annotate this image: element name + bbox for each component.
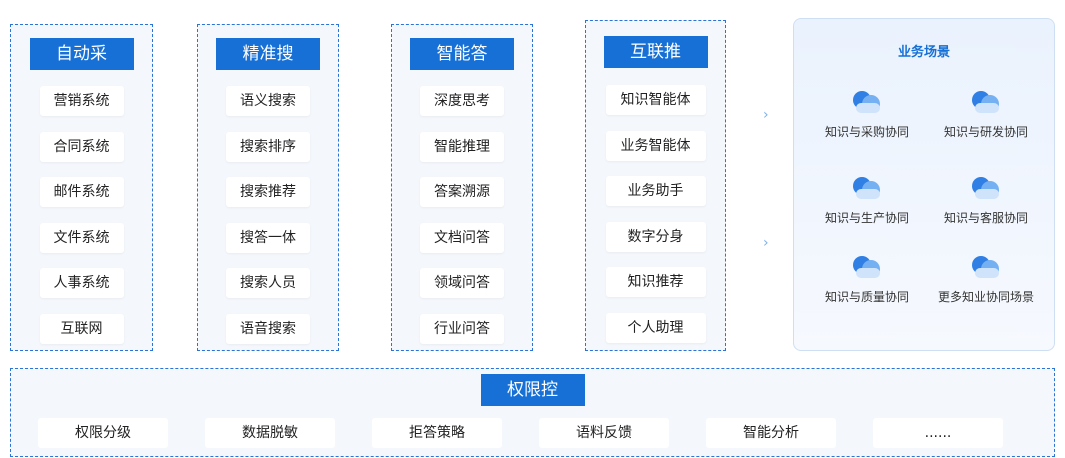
column-title: 互联推 [603,36,708,68]
list-item: 营销系统 [39,86,124,116]
list-item: 语音搜索 [226,314,310,344]
cloud-icon [853,177,880,199]
list-item: 答案溯源 [420,177,504,207]
list-item: 搜索排序 [226,132,310,162]
cloud-icon [853,91,880,113]
list-item: 邮件系统 [39,177,124,207]
permission-item: 权限分级 [38,418,168,448]
permission-item: 语料反馈 [539,418,669,448]
cloud-icon [853,256,880,278]
column-interconnect-push: 互联推 知识智能体 业务智能体 业务助手 数字分身 知识推荐 个人助理 [585,20,726,351]
list-item: 领域问答 [420,268,504,298]
scene-label: 知识与客服协同 [943,211,1028,225]
chevron-right-icon: › [763,235,769,251]
scene-item: 知识与客服协同 [921,175,1051,226]
cloud-icon [972,177,999,199]
permission-title: 权限控 [480,374,585,406]
scene-item: 知识与采购协同 [802,89,932,140]
list-item: 知识智能体 [605,85,706,115]
permission-item: 拒答策略 [372,418,502,448]
chevron-right-icon: › [763,107,769,123]
cloud-icon [972,91,999,113]
column-title: 精准搜 [216,38,320,70]
list-item: 业务助手 [605,176,706,206]
list-item: 深度思考 [420,86,504,116]
list-item: 人事系统 [39,268,124,298]
scenes-title: 业务场景 [897,45,950,60]
scene-label: 知识与质量协同 [824,290,909,304]
cloud-icon [972,256,999,278]
list-item: 知识推荐 [605,267,706,297]
list-item: 智能推理 [420,132,504,162]
scene-label: 知识与研发协同 [943,125,1028,139]
column-title: 自动采 [29,38,134,70]
permission-control-panel: 权限控 权限分级 数据脱敏 拒答策略 语料反馈 智能分析 ...... [10,368,1055,457]
column-smart-answer: 智能答 深度思考 智能推理 答案溯源 文档问答 领域问答 行业问答 [391,24,533,351]
list-item: 业务智能体 [605,131,706,161]
scene-item: 知识与质量协同 [802,254,932,305]
list-item: 文档问答 [420,223,504,253]
scene-label: 知识与生产协同 [824,211,909,225]
list-item: 搜索人员 [226,268,310,298]
scene-label: 更多知业协同场景 [937,290,1034,304]
list-item: 数字分身 [605,222,706,252]
business-scenes-panel: 业务场景 知识与采购协同 知识与研发协同 知识与生产协同 知识与客服协同 [793,18,1055,351]
list-item: 文件系统 [39,223,124,253]
permission-item: 数据脱敏 [205,418,335,448]
permission-item: ...... [873,418,1003,448]
list-item: 语义搜索 [226,86,310,116]
list-item: 搜答一体 [226,223,310,253]
list-item: 搜索推荐 [226,177,310,207]
scene-item: 更多知业协同场景 [921,254,1051,305]
permission-item: 智能分析 [706,418,836,448]
column-title: 智能答 [410,38,514,70]
list-item: 互联网 [39,314,124,344]
scene-item: 知识与生产协同 [802,175,932,226]
scene-item: 知识与研发协同 [921,89,1051,140]
column-precise-search: 精准搜 语义搜索 搜索排序 搜索推荐 搜答一体 搜索人员 语音搜索 [197,24,339,351]
list-item: 合同系统 [39,132,124,162]
list-item: 个人助理 [605,313,706,343]
scene-label: 知识与采购协同 [824,125,909,139]
list-item: 行业问答 [420,314,504,344]
column-auto-collect: 自动采 营销系统 合同系统 邮件系统 文件系统 人事系统 互联网 [10,24,153,351]
